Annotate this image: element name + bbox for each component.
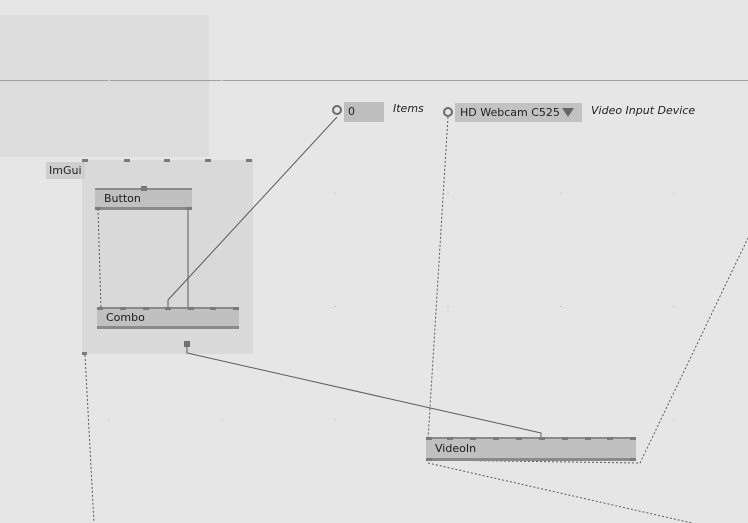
videoin-node-bottom-bar <box>426 458 636 461</box>
button-node-output-pin[interactable] <box>186 207 192 210</box>
wire-videoin-out-right <box>431 237 748 464</box>
wire-combo-videoin <box>186 347 542 438</box>
videoin-input-pin[interactable] <box>562 437 568 440</box>
items-iobox[interactable]: 0 <box>344 102 384 122</box>
combo-node[interactable]: Combo <box>97 308 239 329</box>
combo-node-input-pin[interactable] <box>120 307 126 310</box>
grid-dot <box>560 306 562 307</box>
videoin-node[interactable]: VideoIn <box>426 438 636 461</box>
wire-region-out <box>84 354 95 523</box>
wire-device-videoin <box>427 116 449 441</box>
combo-node-input-pin[interactable] <box>188 307 194 310</box>
video-input-device-label: Video Input Device <box>591 104 696 117</box>
region-pin[interactable] <box>82 159 88 162</box>
grid-dot <box>673 306 675 307</box>
videoin-output-pin[interactable] <box>426 458 432 461</box>
grid-dot <box>560 193 562 194</box>
grid-dot <box>447 306 449 307</box>
combo-output-pin[interactable] <box>184 341 190 347</box>
videoin-input-pin[interactable] <box>493 437 499 440</box>
videoin-node-label: VideoIn <box>435 442 477 455</box>
items-iobox-value: 0 <box>348 105 355 118</box>
video-device-dropdown[interactable]: HD Webcam C525 <box>455 103 582 122</box>
grid-dot <box>673 193 675 194</box>
region-output-pin[interactable] <box>82 352 87 355</box>
videoin-input-pin[interactable] <box>470 437 476 440</box>
horizontal-divider <box>0 80 748 81</box>
region-pin[interactable] <box>205 159 211 162</box>
wire-videoin-out-down <box>427 462 693 523</box>
wire-items-combo <box>167 116 338 309</box>
ring-pin-icon[interactable] <box>443 107 453 117</box>
videoin-input-pin[interactable] <box>447 437 453 440</box>
videoin-input-pin[interactable] <box>630 437 636 440</box>
combo-node-input-pin[interactable] <box>97 307 103 310</box>
combo-node-label: Combo <box>106 311 145 324</box>
items-label: Items <box>393 102 424 115</box>
grid-dot <box>108 419 110 420</box>
videoin-input-pin[interactable] <box>585 437 591 440</box>
button-node-input-pin[interactable] <box>141 186 147 191</box>
combo-node-input-pin[interactable] <box>143 307 149 310</box>
button-node-output-pin[interactable] <box>95 207 101 210</box>
videoin-input-pin[interactable] <box>516 437 522 440</box>
videoin-input-pin[interactable] <box>426 437 432 440</box>
videoin-output-pin[interactable] <box>630 458 636 461</box>
button-node-bottom-bar <box>95 207 192 210</box>
grid-dot <box>108 80 110 81</box>
combo-node-bottom-bar <box>97 326 239 329</box>
videoin-node-top-bar <box>426 437 636 439</box>
videoin-input-pin[interactable] <box>539 437 545 440</box>
grid-dot <box>221 419 223 420</box>
ring-pin-icon[interactable] <box>332 105 342 115</box>
button-node[interactable]: Button <box>95 189 192 210</box>
region-tag-label: ImGui <box>46 162 85 179</box>
dropdown-selected-value: HD Webcam C525 <box>460 106 560 119</box>
grid-dot <box>673 419 675 420</box>
grid-dot <box>334 419 336 420</box>
grid-dot <box>334 193 336 194</box>
region-pin[interactable] <box>164 159 170 162</box>
button-node-label: Button <box>104 192 141 205</box>
grid-dot <box>447 193 449 194</box>
videoin-input-pin[interactable] <box>607 437 613 440</box>
grid-dot <box>334 306 336 307</box>
shaded-background-area <box>0 15 209 157</box>
combo-node-input-pin[interactable] <box>210 307 216 310</box>
region-pin[interactable] <box>124 159 130 162</box>
grid-dot <box>221 80 223 81</box>
triangle-down-icon[interactable] <box>562 108 574 117</box>
combo-node-input-pin[interactable] <box>233 307 239 310</box>
region-pin[interactable] <box>246 159 252 162</box>
wire-button-combo-dashed <box>97 208 102 310</box>
combo-node-input-pin[interactable] <box>165 307 171 310</box>
